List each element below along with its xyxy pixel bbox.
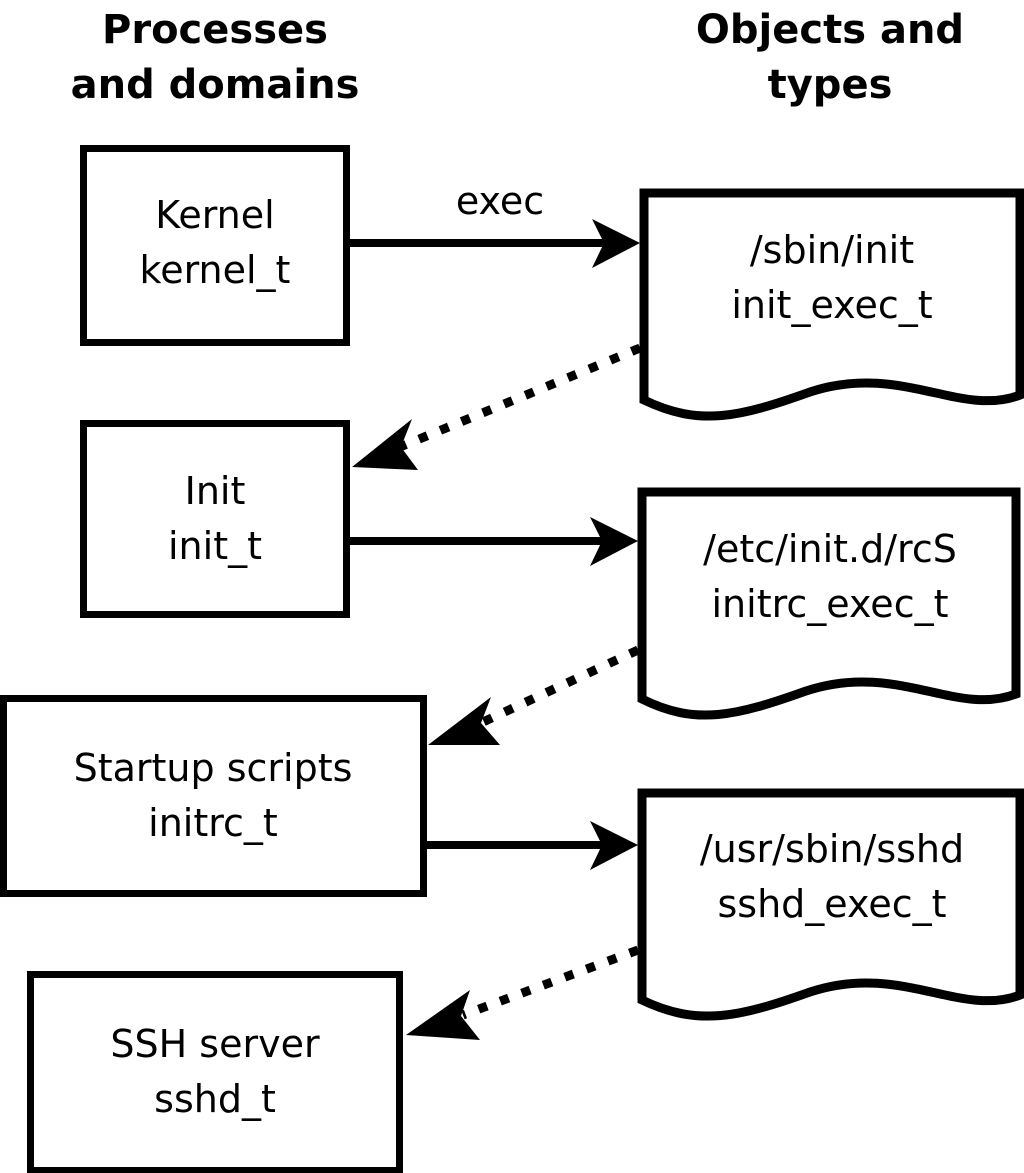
process-node-init-type: init_t [168,524,262,568]
object-node-init-exec-type: init_exec_t [731,283,932,327]
edge-init-exec-transition-init [352,343,642,470]
process-node-kernel[interactable]: Kernel kernel_t [80,145,350,346]
arrowhead-init-transition [352,419,418,470]
object-node-sshd-exec-path: /usr/sbin/sshd [700,827,964,871]
object-node-sshd-exec-type: sshd_exec_t [717,882,946,926]
object-node-sshd-exec[interactable]: /usr/sbin/sshd sshd_exec_t [637,788,1024,1021]
edge-line-init-transition [398,343,642,452]
object-node-initrc-exec-shape[interactable] [637,487,1021,720]
arrowhead-init-exec [590,517,638,566]
process-node-init-name: Init [185,469,246,513]
edge-initrc-exec-transition-initrc [428,645,640,745]
right-column-header-line1: Objects and [696,7,964,53]
left-column-header: Processes and domains [71,7,360,108]
object-node-sshd-exec-shape[interactable] [637,788,1024,1021]
right-column-header-line2: types [768,62,893,108]
object-node-init-exec-shape[interactable] [639,188,1024,421]
edge-line-initrc-transition [481,645,640,727]
process-node-initrc-name: Startup scripts [74,746,353,790]
process-node-initrc[interactable]: Startup scripts initrc_t [0,695,427,897]
process-node-init-box[interactable] [80,420,350,618]
edge-kernel-exec-init-exec: exec [348,179,640,268]
edge-init-exec-initrc-exec [348,517,638,566]
edge-line-sshd-transition [461,945,640,1020]
arrowhead-initrc-exec [590,821,638,870]
left-column-header-line1: Processes [102,7,328,53]
right-column-header: Objects and types [696,7,964,108]
edge-label-exec: exec [456,179,544,223]
process-node-sshd-type: sshd_t [154,1077,276,1121]
edge-sshd-exec-transition-sshd [406,945,640,1040]
edge-initrc-exec-sshd-exec [427,821,638,870]
process-node-kernel-type: kernel_t [140,248,291,292]
object-node-initrc-exec[interactable]: /etc/init.d/rcS initrc_exec_t [637,487,1021,720]
object-node-initrc-exec-type: initrc_exec_t [712,582,949,626]
process-node-init[interactable]: Init init_t [80,420,350,618]
process-node-sshd-box[interactable] [27,971,403,1173]
arrowhead-kernel-exec [592,219,640,268]
process-node-initrc-type: initrc_t [148,801,278,845]
process-node-initrc-box[interactable] [0,695,427,897]
object-node-init-exec[interactable]: /sbin/init init_exec_t [639,188,1024,421]
process-node-sshd-name: SSH server [110,1022,320,1066]
object-node-init-exec-path: /sbin/init [750,228,914,272]
arrowhead-sshd-transition [406,990,480,1040]
object-node-initrc-exec-path: /etc/init.d/rcS [703,527,957,571]
arrowhead-initrc-transition [428,697,500,745]
process-node-sshd[interactable]: SSH server sshd_t [27,971,403,1173]
left-column-header-line2: and domains [71,62,360,108]
process-node-kernel-box[interactable] [80,145,350,346]
process-node-kernel-name: Kernel [155,193,274,237]
